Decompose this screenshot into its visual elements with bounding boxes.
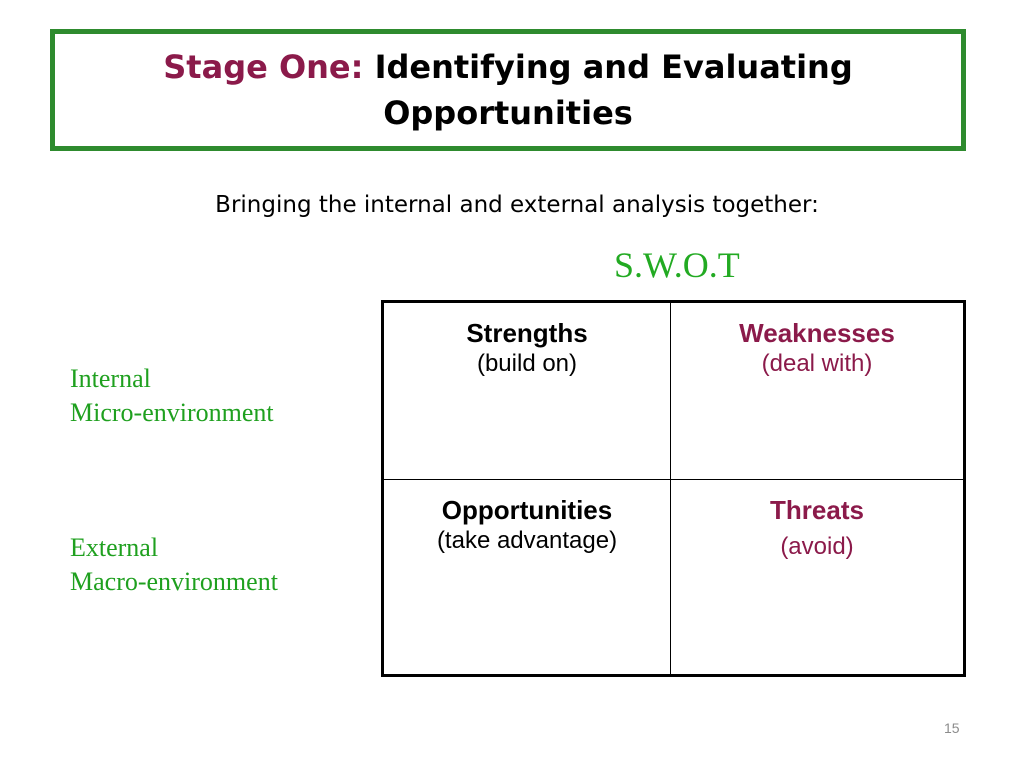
external-label-line2: Macro-environment [70,567,278,596]
title-prefix: Stage One: [163,48,364,86]
subtitle: Bringing the internal and external analy… [215,192,819,218]
swot-table: Strengths (build on) Weaknesses (deal wi… [381,300,966,677]
title-main: Identifying and Evaluating Opportunities [374,48,853,132]
internal-label-line1: Internal [70,364,151,393]
opportunities-cell: Opportunities (take advantage) [384,480,671,674]
weaknesses-sub: (deal with) [761,350,873,377]
strengths-sub: (build on) [476,350,578,377]
slide-title: Stage One: Identifying and Evaluating Op… [138,44,878,136]
weaknesses-cell: Weaknesses (deal with) [671,303,963,480]
swot-label: S.W.O.T [614,245,740,285]
external-label: External Macro-environment [70,531,278,599]
weaknesses-title: Weaknesses [739,318,895,348]
external-label-line1: External [70,533,159,562]
internal-label: Internal Micro-environment [70,362,274,430]
title-box: Stage One: Identifying and Evaluating Op… [50,29,966,151]
threats-title: Threats [770,495,864,525]
threats-cell: Threats (avoid) [671,480,963,674]
opportunities-title: Opportunities [441,495,613,525]
page-number: 15 [944,720,960,736]
strengths-title: Strengths [466,318,588,348]
internal-label-line2: Micro-environment [70,398,274,427]
strengths-cell: Strengths (build on) [384,303,671,480]
threats-sub: (avoid) [780,533,854,560]
opportunities-sub: (take advantage) [436,527,618,554]
